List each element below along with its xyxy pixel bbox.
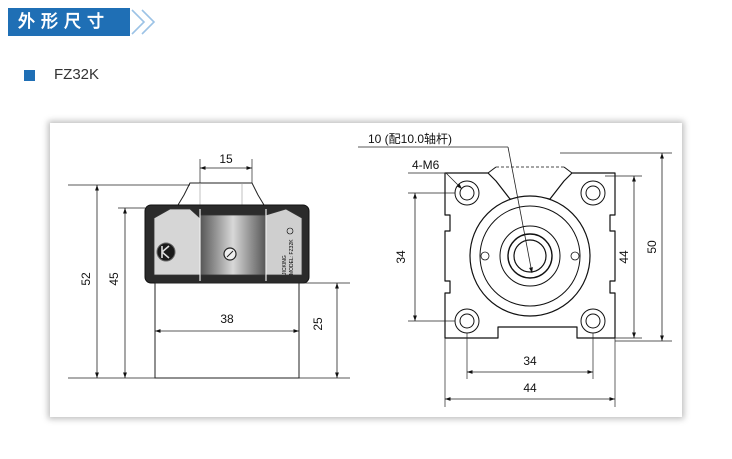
- section-header: 外形尺寸: [8, 8, 168, 36]
- technical-drawing: JICKING MODEL: FZ32K 15 52 45 38: [68, 131, 672, 407]
- brand-label: JICKING: [282, 255, 288, 275]
- thread-note: 4-M6: [412, 158, 440, 172]
- dim-base-width: 38: [220, 312, 234, 326]
- double-chevron-right-icon: [131, 9, 156, 35]
- dim-total-height-top: 50: [645, 240, 659, 254]
- drawing-panel: JICKING MODEL: FZ32K 15 52 45 38: [50, 123, 682, 417]
- dim-hole-pitch-vertical: 34: [394, 250, 408, 264]
- dim-plate-height: 44: [617, 250, 631, 264]
- dim-total-height: 52: [79, 272, 93, 286]
- dim-base-height: 25: [311, 317, 325, 331]
- top-view: 10 (配10.0轴杆) 4-M6 34 44 50 34: [358, 131, 672, 407]
- dim-top-width: 15: [219, 152, 233, 166]
- section-title: 外形尺寸: [8, 8, 130, 36]
- logo-knob: [156, 242, 176, 262]
- model-stamp: MODEL: FZ32K: [289, 239, 295, 275]
- front-view: JICKING MODEL: FZ32K 15 52 45 38: [68, 152, 350, 379]
- square-bullet-icon: [24, 70, 35, 81]
- dim-hole-pitch-horizontal: 34: [523, 354, 537, 368]
- model-label: FZ32K: [54, 66, 100, 83]
- dim-plate-width: 44: [523, 381, 537, 395]
- shaft-note: 10 (配10.0轴杆): [368, 131, 452, 146]
- dim-body-height: 45: [107, 272, 121, 286]
